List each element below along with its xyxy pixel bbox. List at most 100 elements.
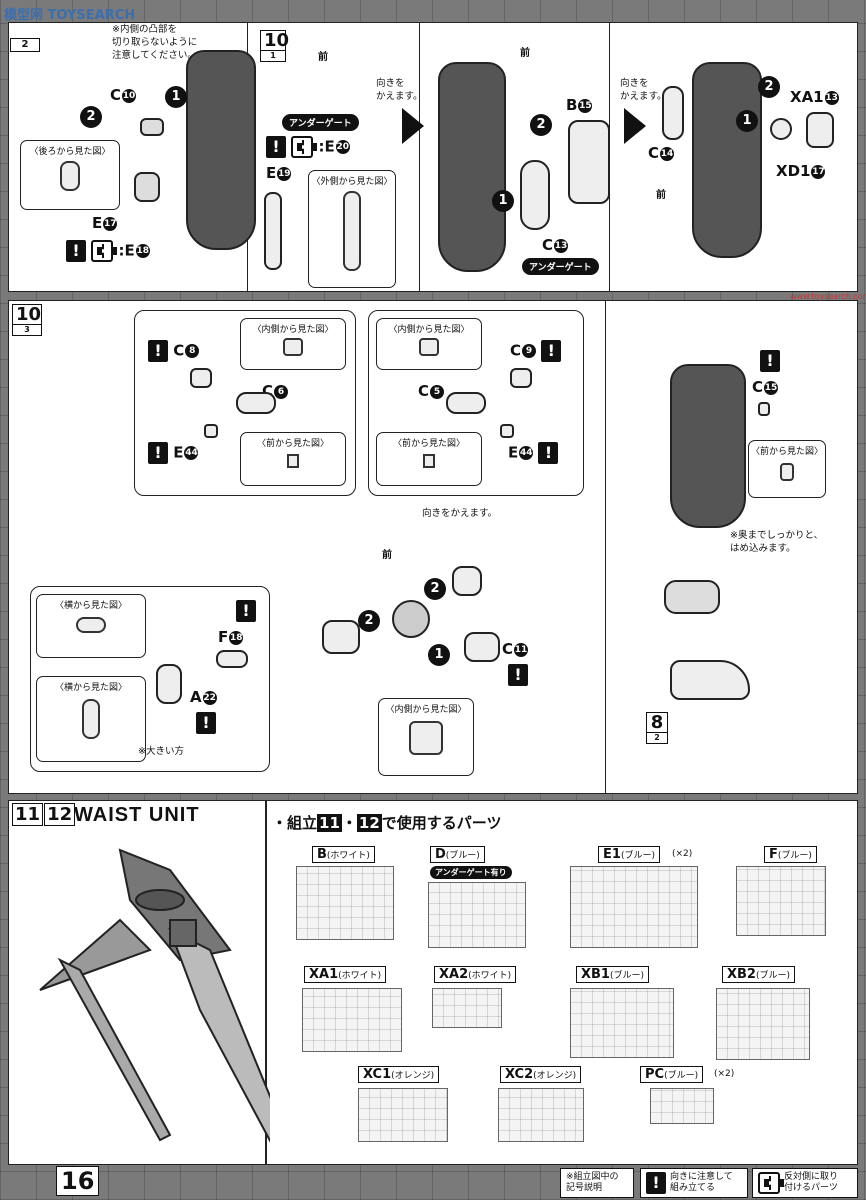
caution-icon: ! bbox=[508, 664, 528, 686]
runner-label-f: F(ブルー) bbox=[764, 846, 817, 863]
step-num-2e: 2 bbox=[358, 610, 380, 632]
part-b15-art bbox=[568, 120, 610, 204]
runner-label-xb2: XB2(ブルー) bbox=[722, 966, 796, 983]
front-label-1: 前 bbox=[318, 52, 328, 63]
runner-xb1 bbox=[570, 988, 674, 1058]
step-num-2b: 2 bbox=[530, 114, 552, 136]
front-label-2: 前 bbox=[520, 48, 530, 59]
part-xd1-art bbox=[770, 118, 792, 140]
turn-arrow-2 bbox=[624, 108, 646, 144]
step-num-1c: 1 bbox=[736, 110, 758, 132]
legend-title: ※組立図中の 記号説明 bbox=[560, 1168, 634, 1198]
note-big-side: ※大きい方 bbox=[138, 746, 184, 757]
watermark: 模型网 TOYSEARCH bbox=[4, 8, 136, 23]
caution-icon: ! bbox=[266, 136, 286, 158]
runner-xa1 bbox=[302, 988, 402, 1052]
caution-c11: ! bbox=[508, 664, 528, 686]
inner-view-bubble-r: 〈内側から見た図〉 bbox=[376, 318, 482, 370]
section-title: WAIST UNIT bbox=[74, 804, 200, 826]
waist-unit-art bbox=[39, 848, 270, 1143]
side-view-bubble-2: 〈横から見た図〉 bbox=[36, 676, 146, 762]
legend-caution: ! 向きに注意して 組み立てる bbox=[640, 1168, 748, 1198]
caution-icon: ! bbox=[538, 442, 559, 464]
part-c9-art bbox=[510, 368, 532, 388]
runner-label-e1: E1(ブルー) bbox=[598, 846, 660, 863]
part-f18-art bbox=[216, 650, 248, 668]
front-view-bubble-r: 〈前から見た図〉 bbox=[376, 432, 482, 486]
front-label-3: 前 bbox=[656, 190, 666, 201]
side-view-bubble-1: 〈横から見た図〉 bbox=[36, 594, 146, 658]
legend-mirror: 反対側に取り 付けるパーツ bbox=[752, 1168, 858, 1198]
runner-e1-count: (×2) bbox=[672, 849, 693, 859]
caution-icon: ! bbox=[148, 442, 168, 464]
step-num-1d: 1 bbox=[428, 644, 450, 666]
step-num-1: 1 bbox=[165, 86, 187, 108]
runner-xa2 bbox=[432, 988, 502, 1028]
caution-icon: ! bbox=[646, 1172, 666, 1194]
mirror-icon bbox=[91, 240, 118, 262]
part-e17-art bbox=[134, 172, 160, 202]
turn-arrow-1 bbox=[402, 108, 424, 144]
runner-label-xa1: XA1(ホワイト) bbox=[304, 966, 387, 983]
outer-view-bubble: 〈外側から見た図〉 bbox=[308, 170, 396, 288]
caution-icon: ! bbox=[148, 340, 168, 362]
back-view-bubble: 〈後ろから見た図〉 bbox=[20, 140, 120, 210]
turn-note-3: 向きをかえます。 bbox=[422, 508, 498, 519]
runner-e1 bbox=[570, 866, 698, 948]
runner-label-d: D(ブルー) bbox=[430, 846, 485, 863]
caution-icon: ! bbox=[196, 712, 216, 734]
runner-label-xa2: XA2(ホワイト) bbox=[434, 966, 517, 983]
runner-label-xc1: XC1(オレンジ) bbox=[358, 1066, 440, 1083]
caution-a22: ! bbox=[196, 712, 216, 734]
caution-icon: ! bbox=[236, 600, 256, 622]
turn-note-2: 向きを かえます。 bbox=[620, 78, 667, 102]
step-num-2d: 2 bbox=[424, 578, 446, 600]
inner-note: ※内側の凸部を 切り取らないように 注意してください。 bbox=[112, 24, 198, 61]
inner-view-bubble-l: 〈内側から見た図〉 bbox=[240, 318, 346, 370]
caution-icon: ! bbox=[760, 350, 780, 372]
front-label-4: 前 bbox=[382, 550, 392, 561]
part-left-piece-art bbox=[322, 620, 360, 654]
part-c8-art bbox=[190, 368, 212, 388]
watermark-url: www.toysearch.com.cn bbox=[790, 292, 866, 301]
part-e44b-art bbox=[500, 424, 514, 438]
part-c10-art bbox=[140, 118, 164, 136]
arm-part-art-1 bbox=[186, 50, 256, 250]
note-press: ※奥までしっかりと、 はめ込みます。 bbox=[730, 530, 824, 554]
runner-label-xb1: XB1(ブルー) bbox=[576, 966, 650, 983]
foot-part-art bbox=[670, 660, 750, 700]
part-e44a-art bbox=[204, 424, 218, 438]
inner-view-bubble-bottom: 〈内側から見た図〉 bbox=[378, 698, 474, 776]
part-e19-art bbox=[264, 192, 282, 270]
step-num-2: 2 bbox=[80, 106, 102, 128]
arm-part-art-2 bbox=[438, 62, 506, 272]
part-c6-art bbox=[236, 392, 276, 414]
part-xa1-art bbox=[806, 112, 834, 148]
under-gate-badge-2: アンダーゲート bbox=[522, 258, 599, 275]
runner-pc-count: (×2) bbox=[714, 1069, 735, 1079]
part-right-piece-art bbox=[452, 566, 482, 596]
part-c11-art bbox=[464, 632, 500, 662]
part-c14-art bbox=[662, 86, 684, 140]
